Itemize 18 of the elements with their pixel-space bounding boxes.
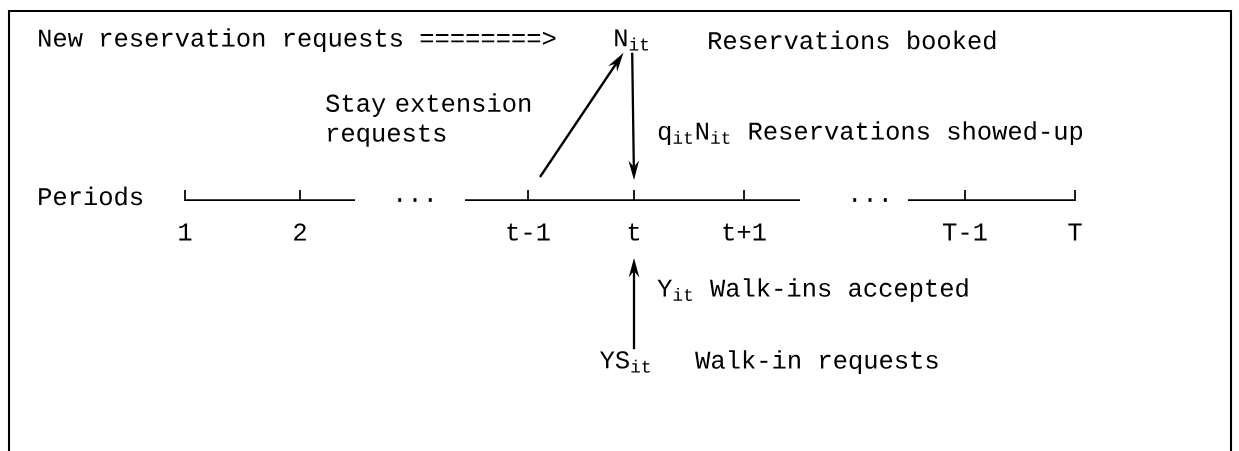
label-text: t+1 [723,223,766,241]
label-text: Periods [39,186,143,206]
label-text: ... [853,198,887,202]
variable-text: YS$_{it}$ [600,351,650,373]
edge-label: q$_{it}$N$_{it}$ Reservations showed-up [658,121,1083,145]
label-text: t [628,223,639,241]
label-text: 1 [179,223,192,241]
edge-label: Stay extension requests [326,93,531,147]
annotation-text: Walk-in requests [695,350,938,374]
label-text: 2 [294,223,306,241]
annotation-text: Reservations booked [709,30,996,50]
edge-label: Y$_{it}$ Walk-ins accepted [657,278,968,302]
label-text: New reservation requests ========> [39,28,556,52]
label-text: T-1 [943,223,987,241]
label-text: ... [398,198,432,202]
label-text: T [1068,223,1082,241]
label-text: t-1 [507,223,550,241]
variable-text: N$_{it}$ [615,29,649,51]
